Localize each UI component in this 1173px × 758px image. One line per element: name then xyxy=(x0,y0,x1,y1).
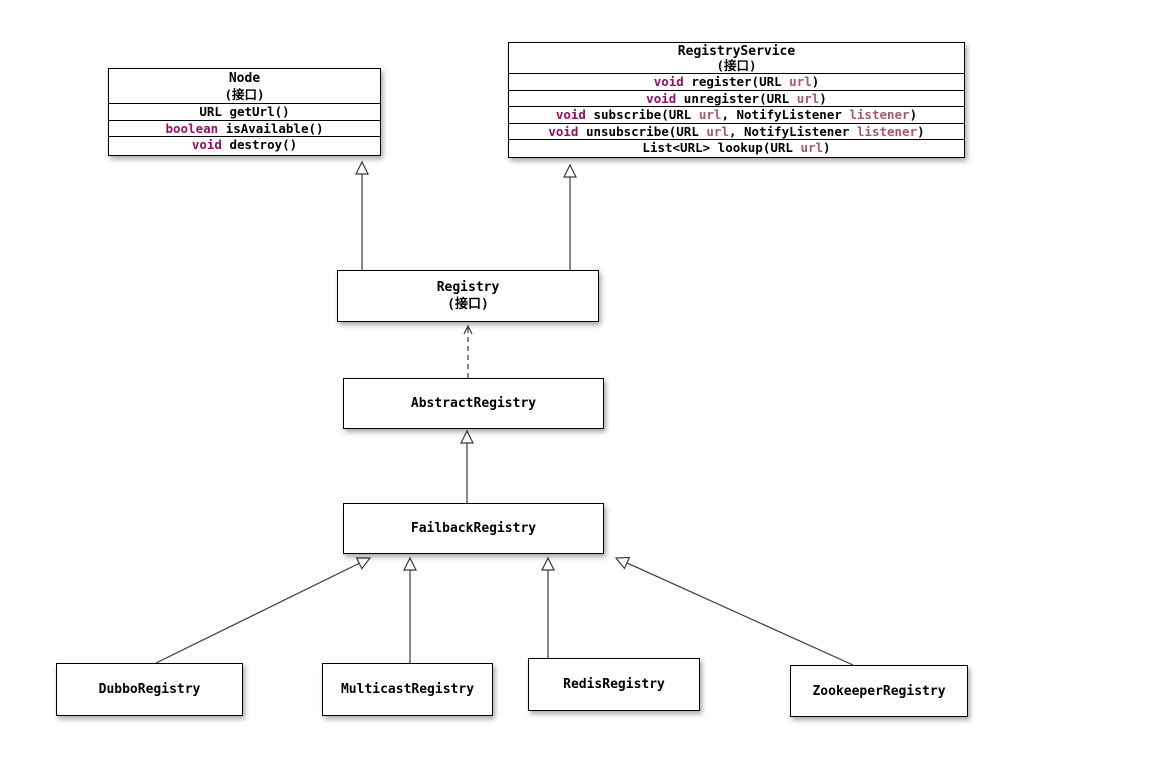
class-title: Registry xyxy=(436,280,500,295)
method-row: boolean isAvailable() xyxy=(109,119,380,137)
class-stereotype: (接口) xyxy=(447,297,489,312)
class-box-multicast-registry: MulticastRegistry xyxy=(322,663,493,716)
class-box-node: Node (接口) URL getUrl()boolean isAvailabl… xyxy=(108,68,381,156)
class-title: RedisRegistry xyxy=(563,677,665,692)
class-title: FailbackRegistry xyxy=(410,521,537,536)
class-header-node: Node (接口) xyxy=(109,69,380,103)
class-title: RegistryService xyxy=(677,44,796,59)
method-list-registry-service: void register(URL url)void unregister(UR… xyxy=(509,73,964,156)
method-row: void register(URL url) xyxy=(509,73,964,90)
class-title: MulticastRegistry xyxy=(340,682,475,697)
method-row: void destroy() xyxy=(109,136,380,153)
method-row: List<URL> lookup(URL url) xyxy=(509,139,964,156)
method-row: void subscribe(URL url, NotifyListener l… xyxy=(509,106,964,123)
class-title: Node xyxy=(228,71,261,86)
class-stereotype: (接口) xyxy=(716,58,757,73)
class-box-dubbo-registry: DubboRegistry xyxy=(56,663,243,716)
class-box-registry: Registry (接口) xyxy=(337,270,599,322)
class-title: ZookeeperRegistry xyxy=(812,683,946,699)
class-box-failback-registry: FailbackRegistry xyxy=(343,503,604,554)
zookeeper-extends-failback-arrow xyxy=(614,556,854,666)
method-row: void unregister(URL url) xyxy=(509,89,964,107)
class-title: DubboRegistry xyxy=(98,682,201,697)
class-stereotype: (接口) xyxy=(224,87,265,102)
class-box-abstract-registry: AbstractRegistry xyxy=(343,378,604,429)
method-row: void unsubscribe(URL url, NotifyListener… xyxy=(509,122,964,140)
class-header-registry-service: RegistryService (接口) xyxy=(509,43,964,73)
method-list-node: URL getUrl()boolean isAvailable()void de… xyxy=(109,103,380,153)
class-box-redis-registry: RedisRegistry xyxy=(528,658,700,711)
method-row: URL getUrl() xyxy=(109,103,380,120)
class-box-registry-service: RegistryService (接口) void register(URL u… xyxy=(508,42,965,158)
class-box-zookeeper-registry: ZookeeperRegistry xyxy=(790,665,968,717)
class-title: AbstractRegistry xyxy=(410,396,537,411)
dubbo-extends-failback-arrow xyxy=(155,557,372,664)
